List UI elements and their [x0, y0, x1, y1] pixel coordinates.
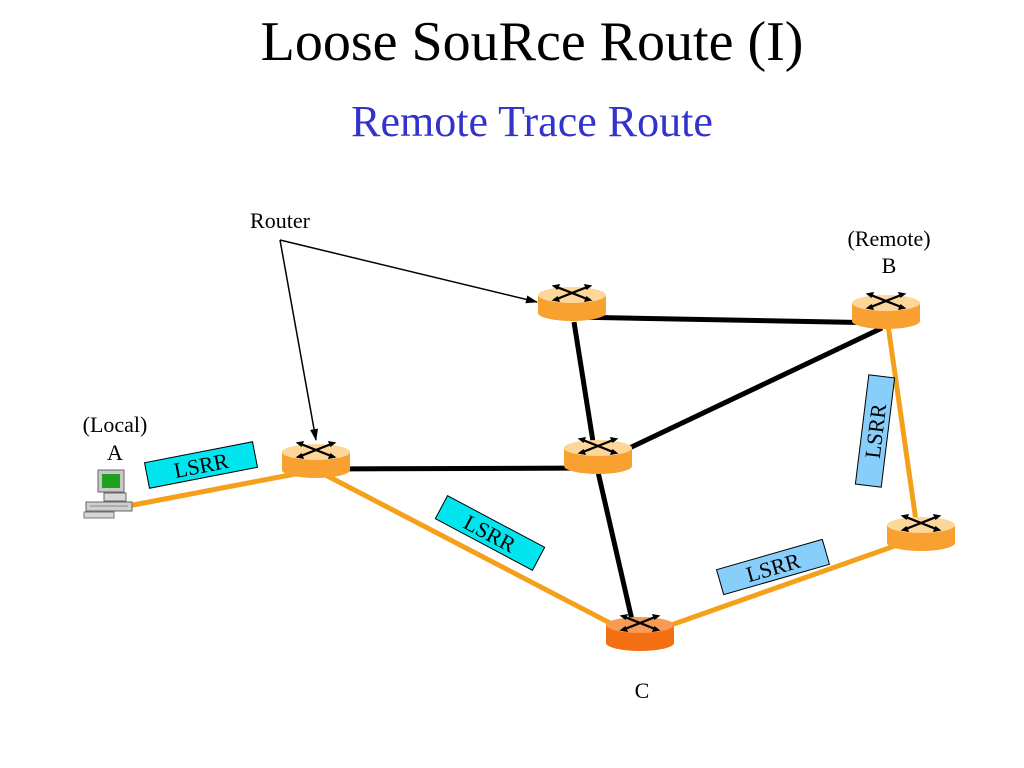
lsrr-segment-c-r4 — [639, 534, 921, 639]
lsrr-segment-a-r1 — [127, 467, 317, 509]
router-icon — [538, 282, 606, 321]
lsrr-path — [127, 324, 921, 639]
router-callout-arrow-1 — [279, 239, 538, 304]
router-icon — [564, 435, 632, 474]
link-r2-c — [595, 471, 635, 621]
remote-host-letter: B — [882, 253, 897, 278]
local-label: (Local) — [83, 412, 148, 437]
router-icon-c — [606, 612, 674, 651]
desktop-computer-icon — [83, 469, 133, 519]
black-links — [315, 314, 887, 621]
lsrr-tag: LSRR — [854, 374, 896, 488]
link-r3-r2 — [571, 321, 597, 449]
lsrr-tag: LSRR — [143, 441, 259, 489]
lsrr-tag-text: LSRR — [172, 448, 231, 483]
link-r2-b — [598, 325, 884, 465]
router-icon — [282, 439, 350, 478]
router-icon-b — [852, 290, 920, 329]
link-r1-r2 — [315, 465, 599, 472]
lsrr-tag-text: LSRR — [860, 402, 892, 460]
lsrr-segment-r4-b — [885, 324, 921, 536]
router-label: Router — [250, 208, 311, 233]
remote-label: (Remote) — [847, 226, 930, 251]
router-c-label: C — [635, 678, 650, 703]
slide-subtitle: Remote Trace Route — [351, 97, 713, 146]
local-host-letter: A — [107, 440, 123, 465]
lsrr-segment-r1-c — [314, 467, 637, 639]
link-r3-b — [571, 314, 887, 326]
router-icon — [887, 512, 955, 551]
slide-title: Loose SouRce Route (I) — [260, 11, 804, 73]
router-callout-arrow-2 — [279, 239, 318, 441]
